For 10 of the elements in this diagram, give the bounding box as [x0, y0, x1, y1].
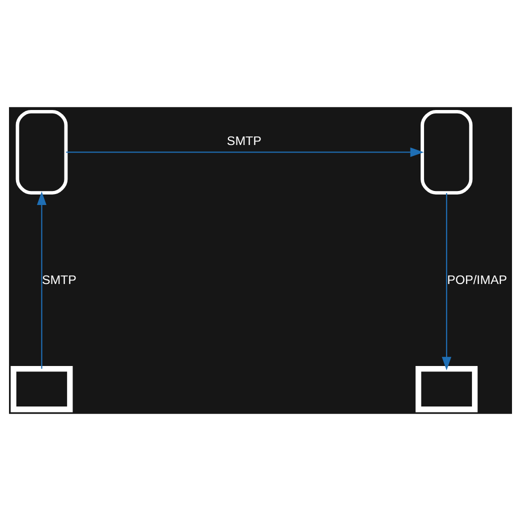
- arrow: [441, 192, 451, 370]
- node-computer: [10, 365, 72, 412]
- node-server: [420, 109, 472, 194]
- arrow: [36, 190, 46, 368]
- edge-label: POP/IMAP: [446, 272, 506, 286]
- node-server: [15, 109, 68, 194]
- arrow: [66, 146, 424, 156]
- edge-label: SMTP: [226, 134, 261, 148]
- node-computer: [415, 365, 478, 412]
- edge-label: SMTP: [41, 272, 76, 286]
